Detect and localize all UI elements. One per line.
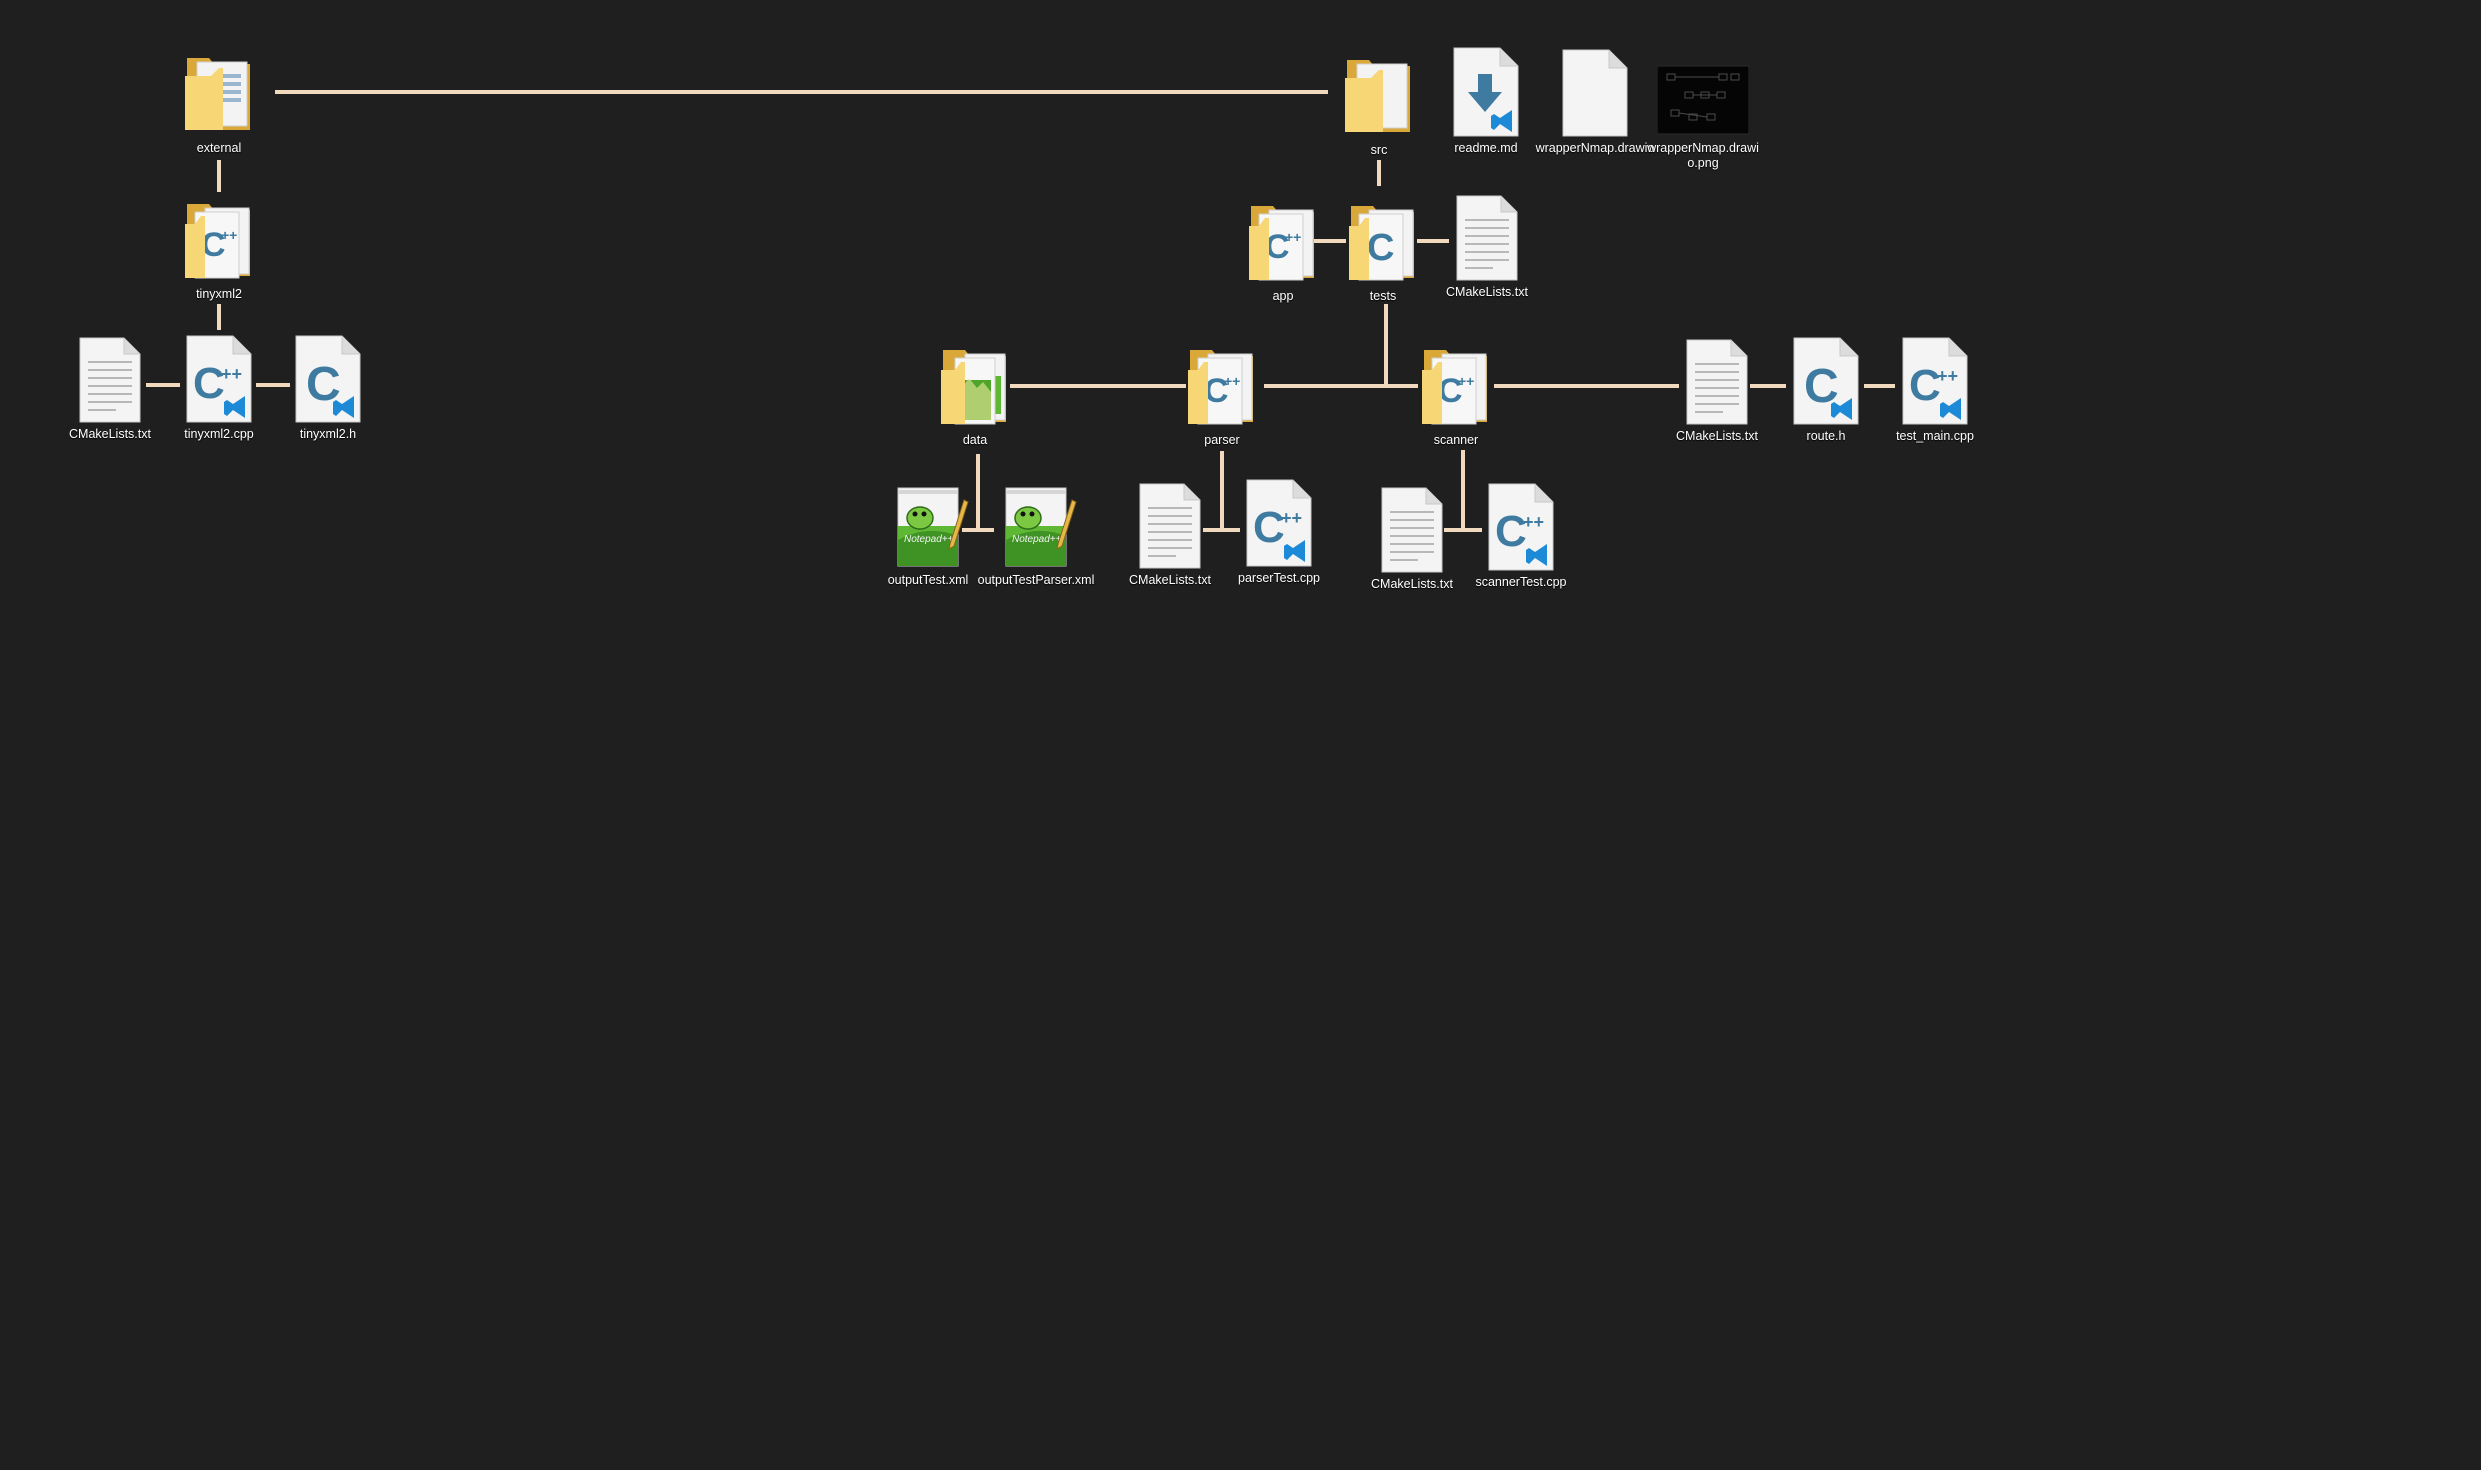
svg-text:++: ++ bbox=[1285, 229, 1301, 245]
node-label: route.h bbox=[1806, 429, 1846, 443]
folder-icon bbox=[185, 58, 250, 130]
folder-app[interactable]: C ++ app bbox=[1223, 196, 1343, 304]
node-label: CMakeLists.txt bbox=[1371, 577, 1453, 591]
node-label: tests bbox=[1369, 289, 1397, 303]
folder-tests[interactable]: C tests bbox=[1323, 196, 1443, 304]
node-label: data bbox=[962, 433, 988, 447]
node-label: parser bbox=[1204, 433, 1240, 447]
folder-src[interactable]: src bbox=[1319, 50, 1439, 158]
svg-text:++: ++ bbox=[1937, 366, 1958, 386]
svg-text:C: C bbox=[1204, 372, 1229, 410]
file-cmakelists-src[interactable]: CMakeLists.txt bbox=[1427, 194, 1547, 300]
file-parsertest-cpp[interactable]: C ++ parserTest.cpp bbox=[1219, 478, 1339, 586]
notepad-file-icon: Notepad++ bbox=[897, 487, 969, 567]
folder-scanner[interactable]: C ++ scanner bbox=[1396, 340, 1516, 448]
file-route-h[interactable]: C route.h bbox=[1766, 336, 1886, 444]
svg-text:Notepad++: Notepad++ bbox=[1012, 534, 1062, 545]
svg-text:C: C bbox=[1438, 372, 1463, 410]
cpp-file-icon: C ++ bbox=[1902, 337, 1968, 425]
cpp-folder-icon: C ++ bbox=[185, 204, 250, 279]
cpp-folder-icon: C ++ bbox=[1249, 206, 1314, 281]
node-label: outputTest.xml bbox=[887, 573, 969, 587]
cpp-file-icon: C ++ bbox=[1488, 483, 1554, 571]
node-label: CMakeLists.txt bbox=[1676, 429, 1758, 443]
file-wrappernmap-drawio-png[interactable]: wrapperNmap.drawio.png bbox=[1643, 62, 1763, 171]
folder-tinyxml2[interactable]: C ++ tinyxml2 bbox=[159, 194, 279, 302]
node-label: parserTest.cpp bbox=[1238, 571, 1320, 585]
node-label: tinyxml2.cpp bbox=[184, 427, 254, 441]
file-outputtestparser-xml[interactable]: Notepad++ outputTestParser.xml bbox=[976, 480, 1096, 588]
node-label: scanner bbox=[1433, 433, 1479, 447]
node-label: tinyxml2 bbox=[196, 287, 242, 301]
cpp-file-icon: C ++ bbox=[186, 335, 252, 423]
svg-text:C: C bbox=[201, 226, 226, 264]
node-label: scannerTest.cpp bbox=[1475, 575, 1567, 589]
node-label: CMakeLists.txt bbox=[69, 427, 151, 441]
svg-text:C: C bbox=[1367, 227, 1394, 269]
node-label: wrapperNmap.drawio bbox=[1535, 141, 1655, 155]
node-label: external bbox=[196, 141, 242, 155]
markdown-file-icon bbox=[1453, 47, 1519, 137]
svg-text:++: ++ bbox=[1224, 373, 1240, 389]
image-folder-icon bbox=[941, 350, 1006, 425]
svg-text:C: C bbox=[1909, 361, 1941, 410]
file-test-main-cpp[interactable]: C ++ test_main.cpp bbox=[1875, 336, 1995, 444]
svg-text:++: ++ bbox=[1458, 373, 1474, 389]
text-file-icon bbox=[1139, 483, 1201, 569]
image-thumbnail-icon bbox=[1657, 65, 1749, 135]
svg-text:++: ++ bbox=[1281, 508, 1302, 528]
svg-text:C: C bbox=[1253, 503, 1285, 552]
blank-file-icon bbox=[1562, 49, 1628, 137]
c-file-icon: C bbox=[1793, 337, 1859, 425]
text-file-icon bbox=[79, 337, 141, 423]
node-label: CMakeLists.txt bbox=[1129, 573, 1211, 587]
file-scannertest-cpp[interactable]: C ++ scannerTest.cpp bbox=[1461, 482, 1581, 590]
node-label: readme.md bbox=[1454, 141, 1518, 155]
node-label: tinyxml2.h bbox=[299, 427, 357, 441]
node-label: src bbox=[1370, 143, 1388, 157]
cpp-file-icon: C ++ bbox=[1246, 479, 1312, 567]
node-label: outputTestParser.xml bbox=[977, 573, 1095, 587]
svg-text:C: C bbox=[1265, 228, 1290, 266]
folder-external[interactable]: external bbox=[159, 48, 279, 156]
c-folder-icon: C bbox=[1349, 206, 1414, 281]
svg-text:++: ++ bbox=[221, 227, 237, 243]
c-file-icon: C bbox=[295, 335, 361, 423]
svg-text:C: C bbox=[1495, 507, 1527, 556]
file-wrappernmap-drawio[interactable]: wrapperNmap.drawio bbox=[1535, 48, 1655, 156]
file-cmakelists-external[interactable]: CMakeLists.txt bbox=[50, 336, 170, 442]
file-tinyxml2-cpp[interactable]: C ++ tinyxml2.cpp bbox=[159, 334, 279, 442]
file-cmakelists-scanner[interactable]: CMakeLists.txt bbox=[1352, 486, 1472, 592]
node-label: CMakeLists.txt bbox=[1446, 285, 1528, 299]
svg-text:++: ++ bbox=[221, 364, 242, 384]
notepad-file-icon: Notepad++ bbox=[1005, 487, 1077, 567]
text-file-icon bbox=[1456, 195, 1518, 281]
file-cmakelists-tests[interactable]: CMakeLists.txt bbox=[1657, 338, 1777, 444]
node-label: test_main.cpp bbox=[1896, 429, 1974, 443]
node-label: app bbox=[1272, 289, 1294, 303]
folder-parser[interactable]: C ++ parser bbox=[1162, 340, 1282, 448]
cpp-folder-icon: C ++ bbox=[1188, 350, 1253, 425]
cpp-folder-icon: C ++ bbox=[1422, 350, 1487, 425]
svg-text:++: ++ bbox=[1523, 512, 1544, 532]
file-outputtest-xml[interactable]: Notepad++ outputTest.xml bbox=[868, 480, 988, 588]
folder-data[interactable]: data bbox=[915, 340, 1035, 448]
text-file-icon bbox=[1686, 339, 1748, 425]
text-file-icon bbox=[1381, 487, 1443, 573]
node-label: wrapperNmap.drawio.png bbox=[1647, 141, 1759, 170]
folder-icon bbox=[1345, 60, 1410, 132]
file-cmakelists-parser[interactable]: CMakeLists.txt bbox=[1110, 482, 1230, 588]
svg-text:Notepad++: Notepad++ bbox=[904, 534, 954, 545]
file-tinyxml2-h[interactable]: C tinyxml2.h bbox=[268, 334, 388, 442]
file-readme-md[interactable]: readme.md bbox=[1426, 46, 1546, 156]
svg-text:C: C bbox=[193, 359, 225, 408]
